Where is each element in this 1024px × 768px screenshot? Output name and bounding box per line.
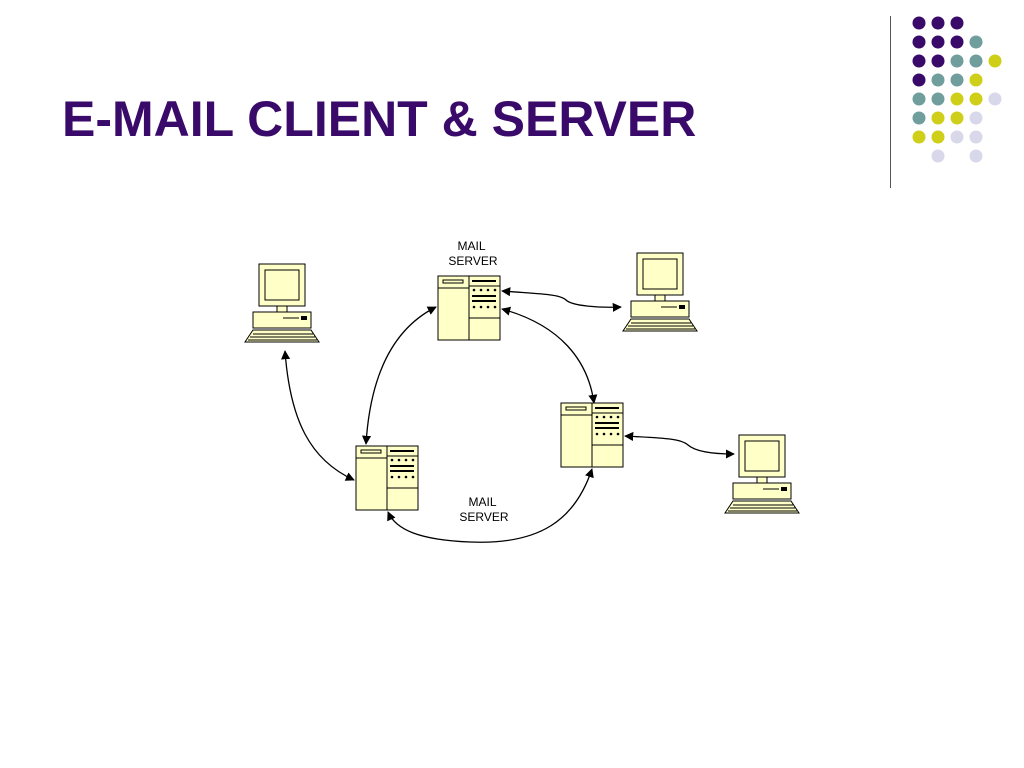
mail-server-top [437, 275, 501, 341]
decor-dot-purple [931, 16, 945, 30]
decor-dot-yellow [931, 130, 945, 144]
link-server-right-to-server-bottom [387, 468, 594, 543]
decor-dot-purple [950, 35, 964, 49]
decor-dot-yellow [988, 54, 1002, 68]
client-computer-top-right [622, 252, 698, 332]
client-computer-left [244, 263, 320, 343]
link-server-top-to-client [501, 287, 622, 312]
decor-dot-lavender [969, 149, 983, 163]
decor-dot-teal [931, 92, 945, 106]
title-divider-line [890, 16, 891, 188]
decor-dot-yellow [950, 111, 964, 125]
decor-dot-teal [969, 35, 983, 49]
decor-dot-yellow [931, 111, 945, 125]
decor-dot-teal [950, 54, 964, 68]
decor-dot-teal [931, 73, 945, 87]
decor-dot-yellow [912, 130, 926, 144]
decor-dot-purple [950, 16, 964, 30]
decor-dot-yellow [950, 92, 964, 106]
server-label-top: MAIL SERVER [448, 239, 497, 268]
decor-dot-lavender [950, 130, 964, 144]
decor-dot-purple [912, 35, 926, 49]
slide-title: E-MAIL CLIENT & SERVER [62, 91, 697, 147]
decor-dot-lavender [969, 111, 983, 125]
decorative-dot-grid [912, 16, 1002, 163]
link-left-client-to-server [281, 350, 355, 481]
mail-server-right [560, 402, 624, 468]
decor-dot-yellow [969, 92, 983, 106]
server-label-bottom: MAIL SERVER [459, 495, 508, 524]
mail-server-bottom-left [355, 445, 419, 511]
decor-dot-teal [950, 73, 964, 87]
decor-dot-yellow [969, 73, 983, 87]
decor-dot-teal [912, 111, 926, 125]
decor-dot-lavender [931, 149, 945, 163]
decor-dot-purple [912, 73, 926, 87]
decor-dot-teal [912, 92, 926, 106]
client-computer-bottom-right [724, 434, 800, 514]
decor-dot-purple [931, 54, 945, 68]
decor-dot-teal [969, 54, 983, 68]
decor-dot-purple [912, 54, 926, 68]
link-server-right-to-client [624, 431, 735, 459]
decor-dot-lavender [988, 92, 1002, 106]
link-server-bottom-to-server-top [361, 306, 437, 445]
link-server-top-to-server-right [501, 306, 598, 404]
decor-dot-purple [912, 16, 926, 30]
decor-dot-purple [931, 35, 945, 49]
decor-dot-lavender [969, 130, 983, 144]
